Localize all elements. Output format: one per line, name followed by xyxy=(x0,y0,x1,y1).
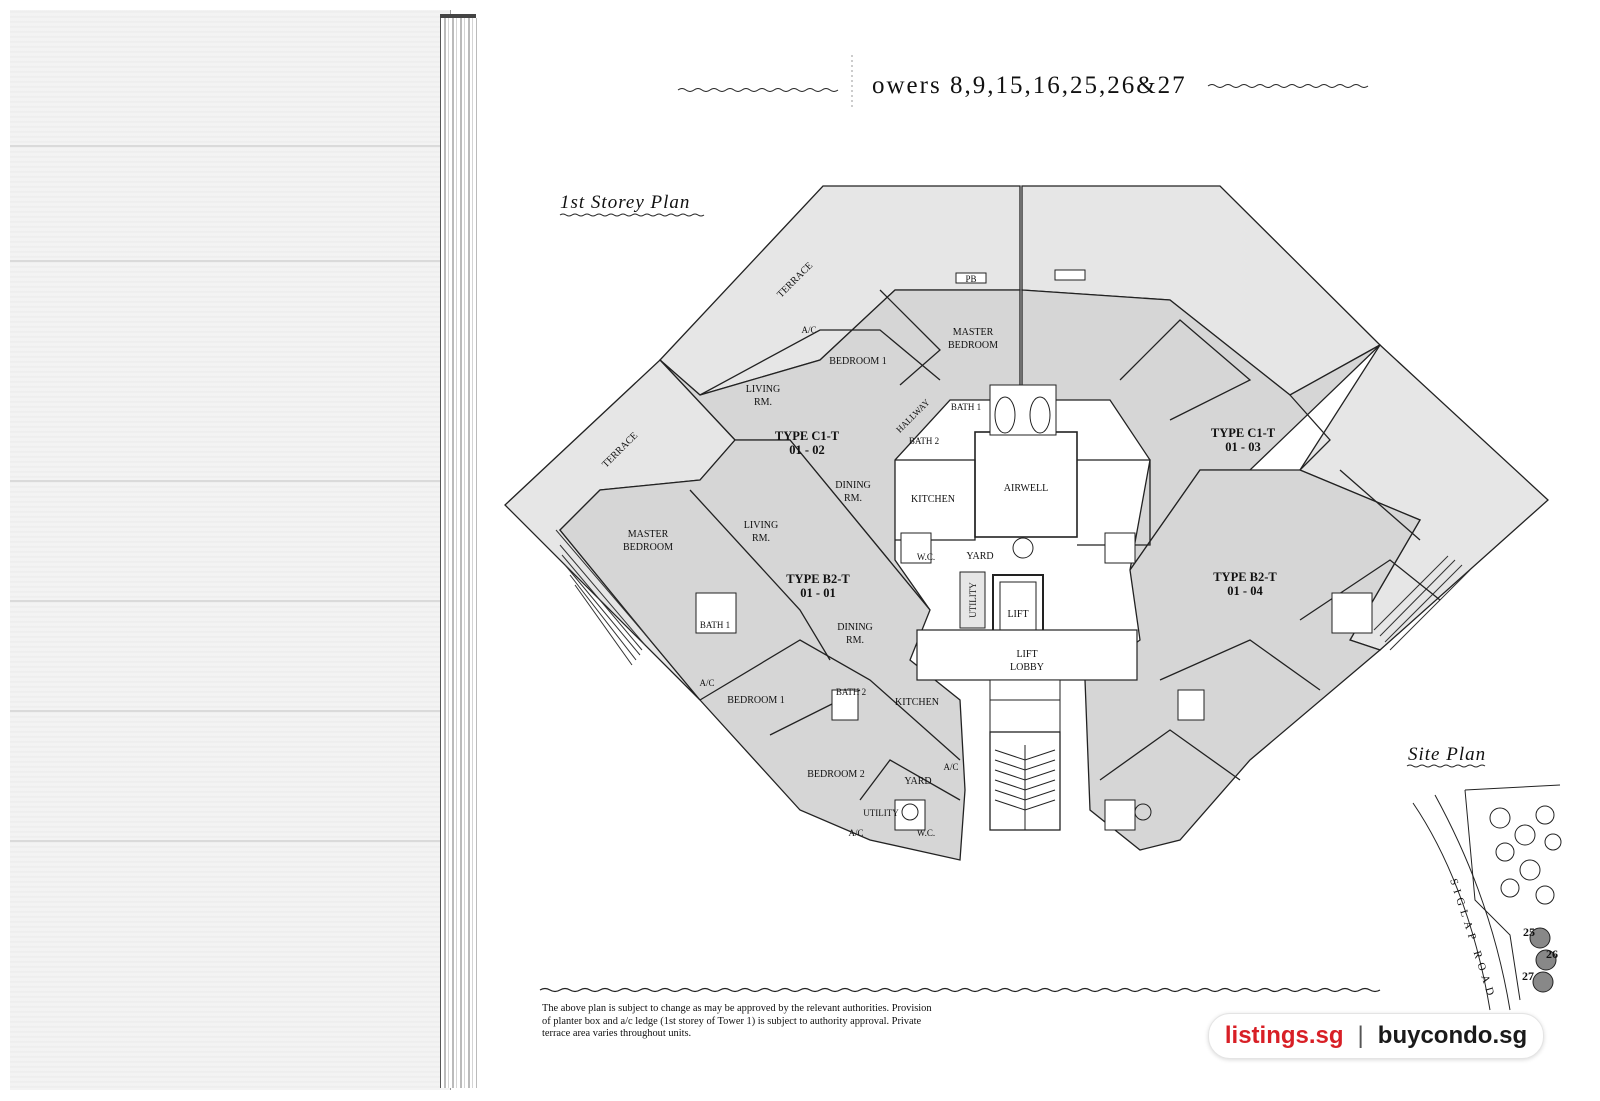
yard-label-n: YARD xyxy=(966,551,993,562)
book-page-edges xyxy=(440,18,477,1088)
utility-core xyxy=(959,571,986,629)
unit-number-01-04: 01 - 04 xyxy=(1227,584,1263,598)
bath2-label-w: BATH 2 xyxy=(836,687,866,697)
unit-number-01-01: 01 - 01 xyxy=(800,586,835,600)
footer-disclaimer: The above plan is subject to change as m… xyxy=(542,1003,932,1039)
unit-type-01-01: TYPE B2-T xyxy=(786,572,850,586)
airwell-label: AIRWELL xyxy=(1004,483,1048,494)
bedroom1-label-w: BEDROOM 1 xyxy=(727,695,785,706)
dining-label-nw-2: RM. xyxy=(844,493,862,504)
kitchen-label-w: KITCHEN xyxy=(895,697,939,708)
unit-01-01-area xyxy=(559,439,966,861)
ac-label-w: A/C xyxy=(699,678,714,688)
lift-label: LIFT xyxy=(1007,609,1028,620)
title-rule-right xyxy=(1207,84,1369,88)
site-plan-label: Site Plan xyxy=(1408,744,1487,765)
lift-lobby-label-1: LIFT xyxy=(1016,649,1037,660)
unit-type-01-03: TYPE C1-T xyxy=(1211,426,1276,440)
unit-type-01-02: TYPE C1-T xyxy=(775,429,840,443)
corridor xyxy=(989,679,1061,733)
left-blank-page xyxy=(10,10,451,1090)
dining-label-nw-1: DINING xyxy=(835,480,871,491)
living-label-w-2: RM. xyxy=(752,533,770,544)
site-tower-26: 26 xyxy=(1546,947,1558,961)
floor-label-underline xyxy=(559,213,705,217)
living-label-w-1: LIVING xyxy=(744,520,778,531)
unit-01-04-area xyxy=(1084,469,1421,851)
ac-label-sw-1: A/C xyxy=(943,762,958,772)
unit-type-01-04: TYPE B2-T xyxy=(1213,570,1277,584)
floor-plan-label: 1st Storey Plan xyxy=(560,192,691,213)
page-edge-top xyxy=(440,14,476,20)
page-title: owers 8,9,15,16,25,26&27 xyxy=(872,72,1187,99)
unit-number-01-02: 01 - 02 xyxy=(789,443,824,457)
lift-lobby-label-2: LOBBY xyxy=(1010,662,1044,673)
bath2-label-n: BATH 2 xyxy=(909,436,939,446)
living-label-nw-1: LIVING xyxy=(746,384,780,395)
lift-shaft xyxy=(992,574,1044,638)
yard-label-sw: YARD xyxy=(904,776,931,787)
listings-sg-link[interactable]: listings.sg xyxy=(1224,1022,1344,1049)
site-label-underline xyxy=(1406,764,1486,768)
ac-label-nw: A/C xyxy=(801,325,816,335)
master-label-n-1: MASTER xyxy=(953,327,994,338)
bath1-label-w: BATH 1 xyxy=(700,620,730,630)
site-road-label: SIGLAP ROAD xyxy=(1447,877,1498,1002)
utility-label-core: UTILITY xyxy=(968,582,978,618)
living-label-nw-2: RM. xyxy=(754,397,772,408)
site-tower-25: 25 xyxy=(1523,925,1535,939)
unit-number-01-03: 01 - 03 xyxy=(1225,440,1260,454)
stair-hatch-east xyxy=(1373,555,1471,651)
kitchen-label-n: KITCHEN xyxy=(911,494,955,505)
site-plan-map xyxy=(1412,784,1562,1011)
bath1-label-n: BATH 1 xyxy=(951,402,981,412)
site-tower-27: 27 xyxy=(1522,969,1534,983)
title-rule-left xyxy=(677,88,839,92)
watermark-separator: | xyxy=(1357,1022,1364,1049)
pb-label-1: PB xyxy=(965,274,976,284)
bedroom2-label: BEDROOM 2 xyxy=(807,769,865,780)
watermark-badge[interactable]: listings.sg | buycondo.sg xyxy=(1208,1013,1544,1059)
airwell-box xyxy=(974,431,1078,538)
ac-label-sw-2: A/C xyxy=(848,828,863,838)
master-label-w-1: MASTER xyxy=(628,529,669,540)
master-label-n-2: BEDROOM xyxy=(948,340,998,351)
bedroom1-label-nw: BEDROOM 1 xyxy=(829,356,887,367)
utility-label-sw: UTILITY xyxy=(863,808,899,818)
dining-label-w-1: DINING xyxy=(837,622,873,633)
wc-label-n: W.C. xyxy=(917,552,935,562)
buycondo-sg-link[interactable]: buycondo.sg xyxy=(1377,1022,1528,1049)
wc-label-sw: W.C. xyxy=(917,828,935,838)
master-label-w-2: BEDROOM xyxy=(623,542,673,553)
stair-hatch-west xyxy=(555,529,651,666)
lift-lobby xyxy=(916,629,1138,681)
dining-label-w-2: RM. xyxy=(846,635,864,646)
footer-rule xyxy=(539,987,1381,993)
